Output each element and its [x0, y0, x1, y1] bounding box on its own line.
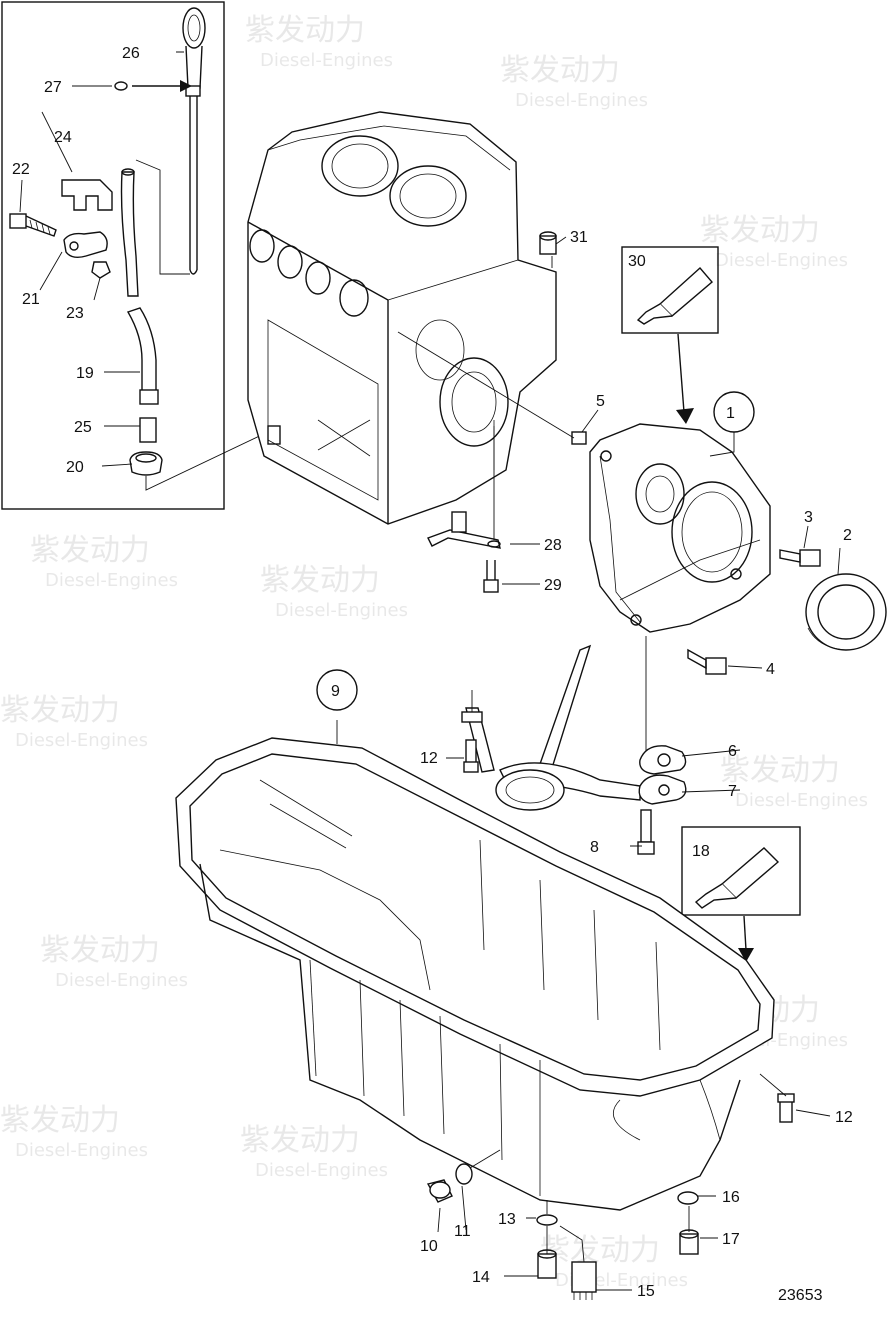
watermark-brand: 紫发动力 [500, 53, 620, 88]
oil-sump [175, 737, 775, 1211]
watermark-subtitle: Diesel-Engines [715, 250, 848, 271]
watermark-subtitle: Diesel-Engines [255, 1160, 388, 1181]
clamp-nut [91, 261, 111, 279]
callout-23: 23 [66, 305, 84, 322]
arrowhead-27 [180, 80, 192, 92]
watermark-brand: 紫发动力 [720, 753, 840, 788]
pipe-gasket [639, 745, 687, 775]
callout-11: 11 [454, 1223, 471, 1240]
callout-2: 2 [843, 527, 852, 544]
cover-bolt-3 [779, 549, 821, 567]
callout-10: 10 [420, 1238, 438, 1255]
plug-washer-16 [677, 1191, 699, 1205]
callout-9: 9 [331, 683, 340, 700]
watermark-subtitle: Diesel-Engines [45, 570, 178, 591]
callout-12-upper: 12 [420, 750, 438, 767]
callout-27: 27 [44, 79, 62, 96]
oil-suction-pipe [461, 644, 641, 811]
dipstick-o-ring [114, 81, 128, 91]
callout-7: 7 [728, 783, 737, 800]
watermark-brand: 紫发动力 [0, 693, 120, 728]
watermark-brand: 紫发动力 [40, 933, 160, 968]
callout-30: 30 [628, 253, 646, 270]
drawing-number: 23653 [778, 1287, 823, 1304]
engine-block [247, 111, 557, 525]
watermark-subtitle: Diesel-Engines [55, 970, 188, 991]
flange-screw [637, 809, 655, 855]
watermark-subtitle: Diesel-Engines [15, 1140, 148, 1161]
pipe-flange [638, 774, 687, 805]
callout-14: 14 [472, 1269, 490, 1286]
sealant-inset-18 [681, 826, 801, 916]
tube-connector [129, 451, 163, 476]
watermark-brand: 紫发动力 [700, 213, 820, 248]
callout-12-lower: 12 [835, 1109, 853, 1126]
callout-13: 13 [498, 1211, 516, 1228]
callout-15: 15 [637, 1283, 655, 1300]
callout-1: 1 [726, 405, 735, 422]
plug-washer-13 [536, 1214, 558, 1226]
callout-21: 21 [22, 291, 40, 308]
pan-screw-upper [463, 739, 479, 773]
tube-sleeve [139, 417, 157, 443]
callout-16: 16 [722, 1189, 740, 1206]
callout-28: 28 [544, 537, 562, 554]
watermark-brand: 紫发动力 [240, 1123, 360, 1158]
callout-20: 20 [66, 459, 84, 476]
guide-tube-upper [120, 171, 139, 297]
callout-4: 4 [766, 661, 775, 678]
pipe-clamp [63, 231, 108, 259]
callout-3: 3 [804, 509, 813, 526]
watermark-brand: 紫发动力 [30, 533, 150, 568]
pan-screw-lower [777, 1093, 795, 1123]
oil-dipstick [182, 7, 206, 275]
callout-19: 19 [76, 365, 94, 382]
watermark-row-5: 紫发动力 Diesel-Engines 紫发动力 Diesel-Engines [40, 933, 848, 1051]
callout-5: 5 [596, 393, 605, 410]
watermark-row-3: 紫发动力 Diesel-Engines 紫发动力 Diesel-Engines [30, 533, 408, 621]
drain-plug-17 [679, 1229, 699, 1255]
clip-screw [9, 213, 57, 237]
watermark-row-4: 紫发动力 Diesel-Engines 紫发动力 Diesel-Engines [0, 693, 868, 811]
callout-29: 29 [544, 577, 562, 594]
crankshaft-seal [805, 573, 887, 651]
callout-18: 18 [692, 843, 710, 860]
callout-17: 17 [722, 1231, 740, 1248]
guide-tube-lower [126, 307, 157, 401]
dowel-pin [571, 431, 587, 445]
callout-31: 31 [570, 229, 588, 246]
dipstick-inset-frame [1, 1, 225, 510]
cover-bolt-4 [687, 648, 727, 675]
watermark-brand: 紫发动力 [540, 1233, 660, 1268]
bracket-screw [483, 560, 499, 593]
oil-pipe-bracket [427, 511, 501, 549]
watermark-subtitle: Diesel-Engines [735, 790, 868, 811]
watermark-row-1: 紫发动力 Diesel-Engines 紫发动力 Diesel-Engines [245, 13, 648, 111]
watermark-brand: 紫发动力 [245, 13, 365, 48]
callout-6: 6 [728, 743, 737, 760]
watermark-subtitle: Diesel-Engines [275, 600, 408, 621]
callout-circle-9 [316, 669, 358, 711]
watermark-brand: 紫发动力 [0, 1103, 120, 1138]
watermark-subtitle: Diesel-Engines [260, 50, 393, 71]
oil-level-sensor [571, 1261, 597, 1300]
block-plug [539, 231, 557, 255]
callout-8: 8 [590, 839, 599, 856]
watermark-subtitle: Diesel-Engines [15, 730, 148, 751]
watermark-subtitle: Diesel-Engines [515, 90, 648, 111]
watermark-brand: 紫发动力 [260, 563, 380, 598]
timing-cover [589, 423, 771, 633]
callout-22: 22 [12, 161, 30, 178]
sealant-inset-30 [621, 246, 719, 334]
callout-24: 24 [54, 129, 72, 146]
pipe-clip [61, 179, 113, 211]
callout-26: 26 [122, 45, 140, 62]
callout-25: 25 [74, 419, 92, 436]
drain-plug-14 [537, 1249, 557, 1279]
drain-washer [455, 1163, 473, 1185]
drain-plug [426, 1179, 453, 1203]
